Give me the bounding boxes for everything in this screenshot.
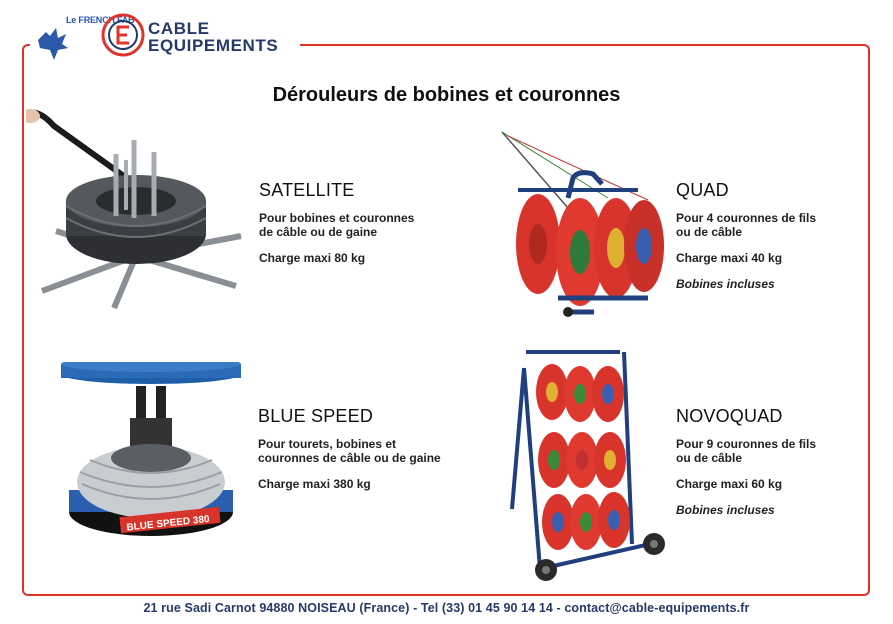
product-name: SATELLITE [259, 180, 355, 200]
product-novoquad: NOVOQUAD Pour 9 couronnes de fils ou de … [676, 406, 816, 517]
product-load: Charge maxi 40 kg [676, 251, 783, 265]
product-satellite: SATELLITE Pour bobines et couronnes de c… [259, 180, 414, 277]
quad-product-image [501, 131, 664, 317]
brand-name: CABLE EQUIPEMENTS [148, 20, 278, 54]
product-note: Bobines incluses [676, 503, 775, 517]
blue-speed-product-image: BLUE SPEED 380 [61, 362, 241, 536]
product-name: QUAD [676, 180, 729, 200]
product-load: Charge maxi 60 kg [676, 477, 783, 491]
product-blue-speed: BLUE SPEED Pour tourets, bobines et cour… [258, 406, 441, 503]
novoquad-product-image [510, 350, 665, 581]
page-title: Dérouleurs de bobines et couronnes [272, 84, 621, 106]
product-load: Charge maxi 80 kg [259, 251, 366, 265]
satellite-product-image [26, 109, 242, 310]
product-description: Pour bobines et couronnes de câble ou de… [259, 211, 415, 239]
cable-equipements-logo-icon [101, 13, 145, 57]
product-name: NOVOQUAD [676, 406, 783, 426]
header-logos: Le FRENCH FAB CABLE EQUIPEMENTS [30, 10, 300, 60]
french-fab-label: Le FRENCH FAB [66, 15, 135, 25]
brand-line-2: EQUIPEMENTS [148, 36, 279, 55]
product-description: Pour 9 couronnes de fils ou de câble [676, 437, 817, 465]
page-frame [22, 44, 870, 596]
product-name: BLUE SPEED [258, 406, 374, 426]
product-load: Charge maxi 380 kg [258, 477, 371, 491]
product-quad: QUAD Pour 4 couronnes de fils ou de câbl… [676, 180, 816, 291]
french-fab-rooster-icon [38, 28, 68, 60]
product-description: Pour tourets, bobines et couronnes de câ… [258, 437, 441, 465]
product-note: Bobines incluses [676, 277, 775, 291]
product-description: Pour 4 couronnes de fils ou de câble [676, 211, 817, 239]
footer-contact: 21 rue Sadi Carnot 94880 NOISEAU (France… [143, 601, 750, 615]
brand-line-1: CABLE [148, 19, 210, 38]
novoquad-reel-row [536, 364, 624, 422]
